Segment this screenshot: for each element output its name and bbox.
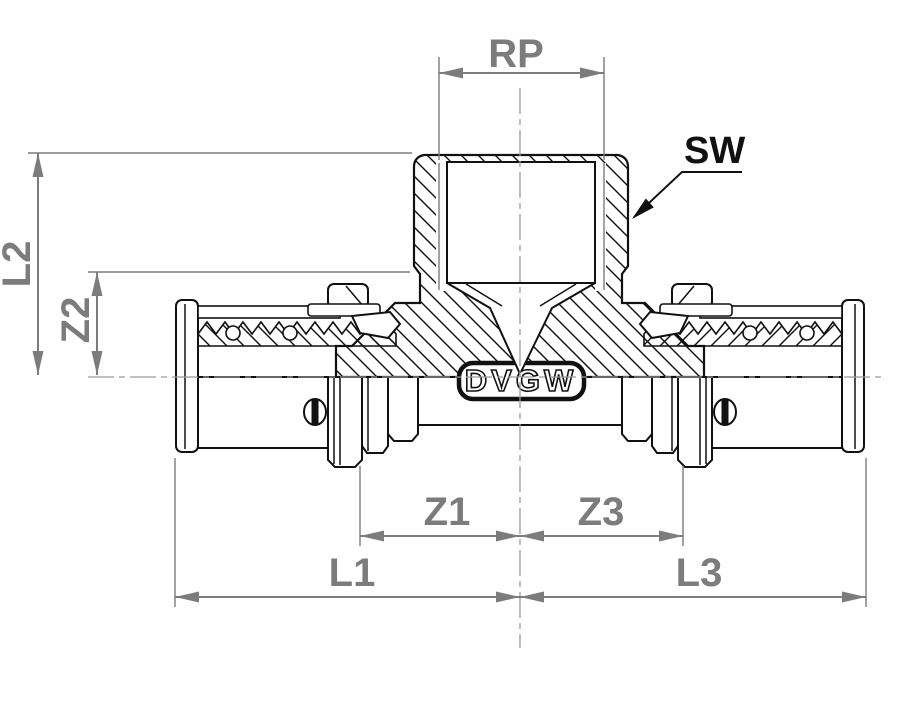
seat-chamfer-left: [465, 283, 503, 307]
dimension-z1: Z1: [359, 466, 520, 546]
l1-label: L1: [329, 551, 376, 595]
l1-arrow-right: [496, 591, 520, 603]
clip-tab-line: [345, 285, 364, 307]
inspection-window-slot: [311, 400, 319, 424]
left-press-connection: [175, 283, 419, 468]
clip-bar: [307, 303, 381, 317]
dimension-z3: Z3: [520, 466, 684, 546]
z3-label: Z3: [578, 490, 625, 534]
dimension-z2: Z2: [54, 271, 410, 375]
rp-label: RP: [488, 32, 544, 76]
o-ring-1: [225, 325, 241, 341]
dimension-l2: L2: [0, 152, 412, 375]
z1-arrow-left: [360, 530, 384, 542]
seat-chamfer-right: [539, 283, 577, 307]
step-ring-2: [387, 376, 419, 442]
l3-arrow-left: [520, 591, 544, 603]
z1-label: Z1: [424, 490, 471, 534]
cone-wall-left: [446, 282, 521, 375]
thread-strip-right: [595, 163, 606, 291]
dimension-l1: L1: [174, 458, 520, 607]
rp-arrow-left: [439, 67, 463, 79]
l2-label: L2: [0, 241, 39, 288]
z2-arrow-top: [91, 272, 103, 296]
l3-label: L3: [676, 551, 723, 595]
step-ring-1: [361, 376, 389, 454]
dvgw-marking: DVGW: [465, 363, 577, 398]
z3-arrow-right: [659, 530, 683, 542]
callout-sw: SW: [632, 130, 745, 219]
rp-arrow-right: [580, 67, 604, 79]
z2-arrow-bottom: [91, 351, 103, 375]
z2-label: Z2: [54, 297, 98, 344]
l1-arrow-left: [175, 591, 199, 603]
sleeve-end-lip: [175, 299, 199, 453]
l3-arrow-right: [842, 591, 866, 603]
thread-strip-left: [436, 163, 447, 291]
l2-arrow-top: [32, 153, 44, 177]
z3-arrow-left: [520, 530, 544, 542]
cone-funnel: [447, 283, 595, 374]
l2-arrow-bottom: [32, 351, 44, 375]
sw-label: SW: [684, 130, 745, 172]
dimension-l3: L3: [520, 458, 867, 607]
cone-wall-right: [519, 282, 596, 375]
sw-arrowhead: [632, 198, 654, 219]
thread-cavity: [446, 161, 596, 284]
dimension-rp: RP: [438, 32, 605, 160]
clip-claw: [350, 310, 402, 340]
sleeve-collar: [327, 376, 363, 468]
sw-leader-line: [633, 171, 742, 218]
z1-arrow-right: [496, 530, 520, 542]
o-ring-2: [282, 325, 298, 341]
